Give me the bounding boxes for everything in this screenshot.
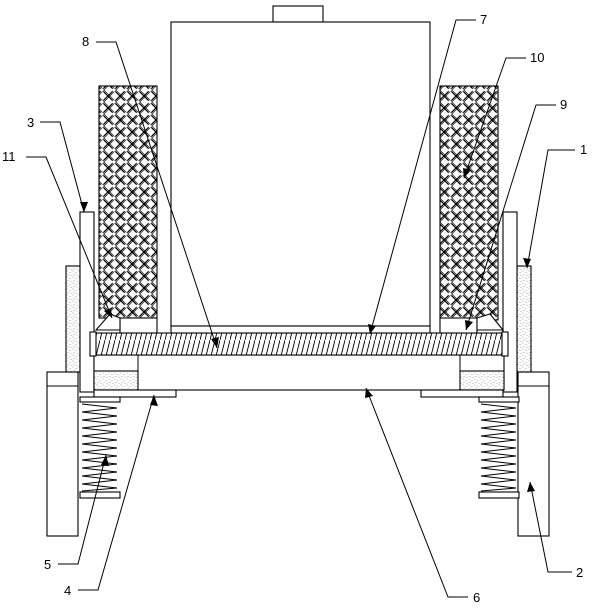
arrow-8 — [211, 337, 219, 348]
leader-8 — [96, 41, 218, 349]
right-base-column — [517, 371, 550, 537]
left-hatched-block — [98, 85, 158, 319]
arrow-7 — [368, 324, 376, 334]
leader-9 — [465, 104, 556, 331]
right-hatched-block — [439, 85, 499, 321]
screw-rod-end-left — [89, 331, 97, 357]
lower-carriage — [93, 354, 505, 391]
leader-7 — [369, 19, 476, 335]
arrow-4 — [150, 395, 158, 406]
arrow-6 — [365, 388, 373, 398]
label-1: 1 — [580, 142, 587, 157]
left-spring — [81, 403, 118, 492]
screw-rod-end-right — [501, 331, 509, 357]
right-rod-nut — [439, 317, 478, 334]
left-base-plate — [93, 389, 177, 398]
leader-11 — [26, 156, 113, 319]
right-stipple-block — [459, 370, 505, 391]
arrow-9 — [465, 320, 473, 330]
leader-5 — [58, 454, 107, 565]
left-wedge — [94, 313, 121, 331]
arrow-5 — [101, 455, 109, 466]
right-base-plate — [420, 389, 504, 398]
label-9: 9 — [560, 97, 567, 112]
arrow-10 — [463, 168, 471, 178]
left-spring-plate-top — [79, 396, 121, 403]
right-spring-plate-top — [478, 396, 520, 403]
arrow-2 — [527, 482, 535, 492]
label-8: 8 — [82, 34, 89, 49]
label-5: 5 — [44, 557, 51, 572]
leader-1 — [526, 149, 575, 269]
right-wedge — [476, 313, 505, 331]
motor-cap — [272, 5, 324, 23]
right-guide-plate — [502, 211, 518, 393]
left-stipple-pad — [65, 265, 81, 373]
leader-6 — [365, 387, 468, 598]
label-2: 2 — [576, 565, 583, 580]
leader-2 — [529, 481, 572, 573]
right-spring-plate-bottom — [478, 491, 520, 499]
arrow-3 — [80, 202, 88, 212]
label-7: 7 — [480, 12, 487, 27]
label-11: 11 — [2, 149, 16, 164]
label-10: 10 — [530, 50, 544, 65]
left-base-column — [46, 371, 79, 537]
left-stipple-block — [93, 370, 139, 391]
left-spring-plate-bottom — [79, 491, 121, 499]
leader-10 — [463, 57, 526, 179]
label-3: 3 — [27, 115, 34, 130]
motor-housing — [170, 21, 431, 327]
arrow-11 — [104, 308, 112, 318]
left-rod-nut — [119, 317, 158, 334]
left-guide-plate — [79, 211, 95, 393]
label-6: 6 — [473, 590, 480, 605]
label-4: 4 — [64, 583, 71, 598]
right-stipple-pad — [516, 265, 532, 373]
leader-3 — [40, 121, 85, 213]
arrow-1 — [523, 258, 531, 268]
screw-rod — [93, 332, 505, 356]
right-spring — [480, 403, 517, 492]
leader-4 — [78, 394, 155, 591]
center-rod-bracket — [170, 325, 431, 334]
